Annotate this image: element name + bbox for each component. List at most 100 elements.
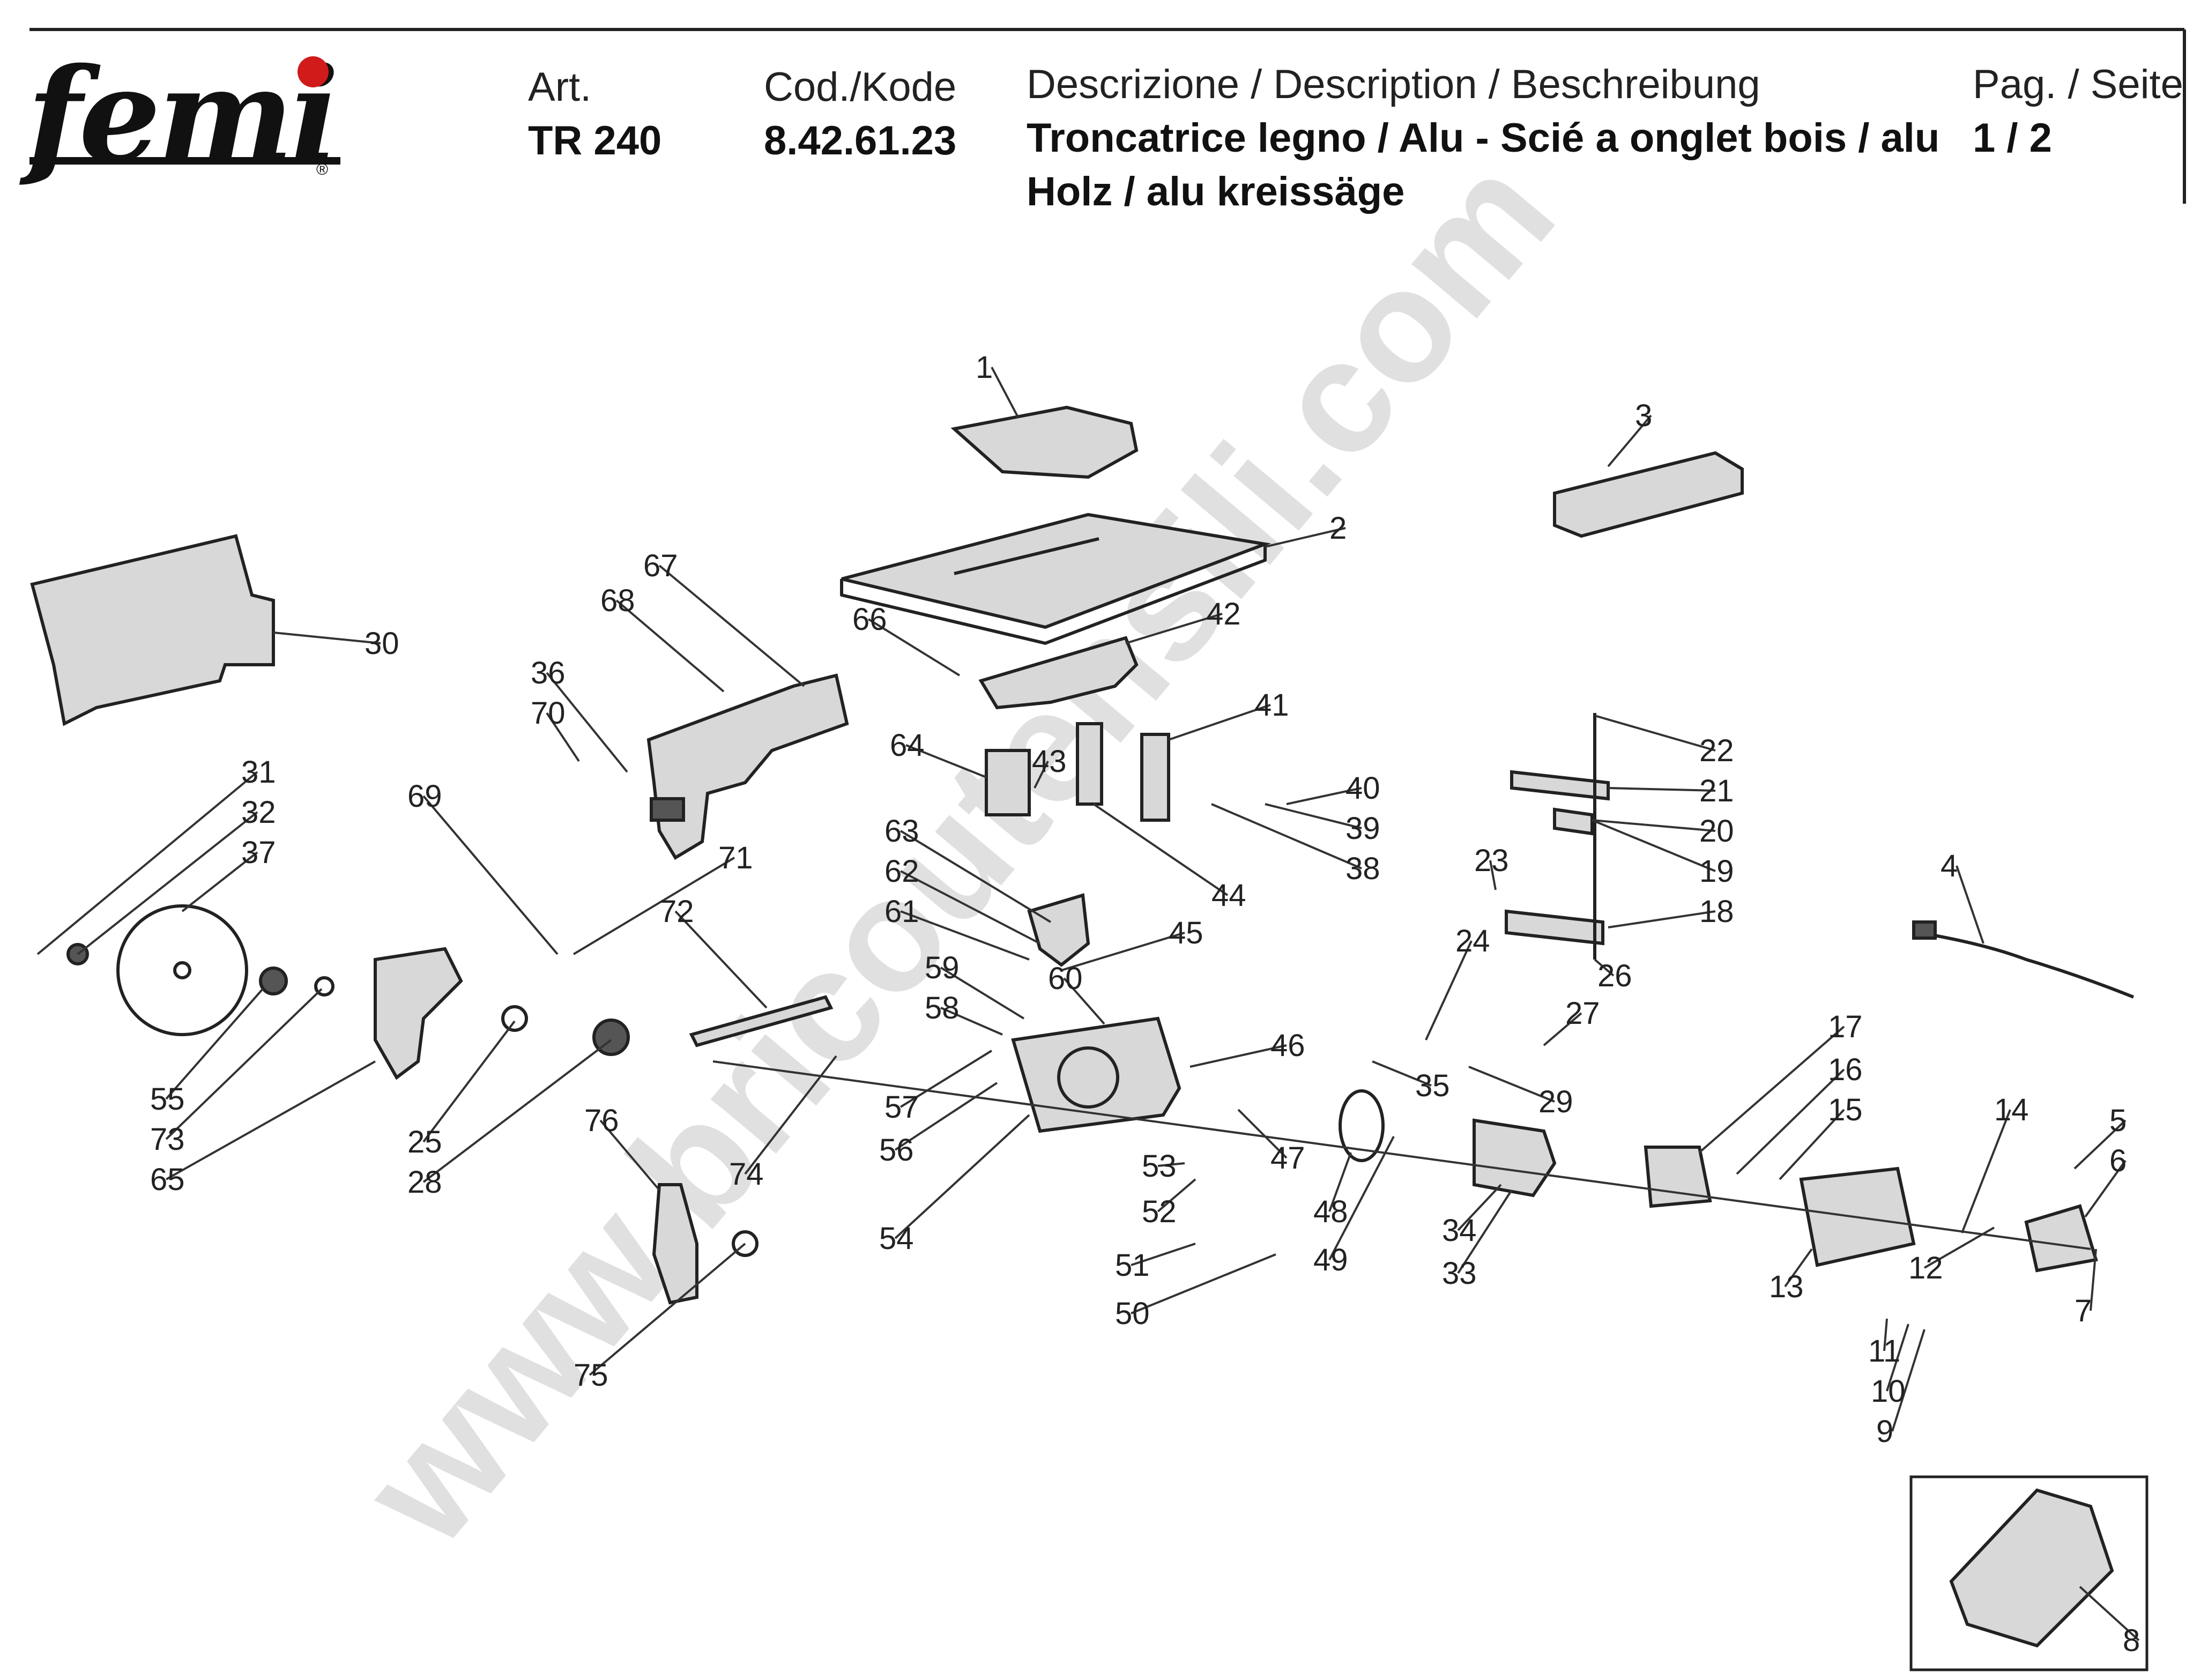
callout-leader-31 bbox=[36, 771, 258, 955]
callout-leader-53 bbox=[1157, 1162, 1185, 1167]
callout-number-9: 9 bbox=[1876, 1414, 1893, 1449]
callout-number-33: 33 bbox=[1442, 1256, 1477, 1291]
callout-leader-21 bbox=[1608, 787, 1716, 792]
callout-number-38: 38 bbox=[1345, 851, 1380, 886]
callout-leader-29 bbox=[1468, 1066, 1555, 1103]
callout-number-10: 10 bbox=[1871, 1374, 1906, 1409]
callout-number-31: 31 bbox=[241, 755, 276, 790]
callout-leader-43 bbox=[1034, 761, 1049, 789]
callout-number-7: 7 bbox=[2075, 1294, 2092, 1328]
callout-leader-55 bbox=[165, 988, 264, 1100]
callout-leader-6 bbox=[2084, 1159, 2127, 1218]
callout-leader-33 bbox=[1457, 1189, 1513, 1274]
callout-leader-38 bbox=[1211, 803, 1362, 869]
part-guard-plate bbox=[1027, 893, 1090, 967]
page-label: Pag. / Seite bbox=[1973, 62, 2183, 107]
part-arm-housing bbox=[646, 673, 849, 860]
callout-number-67: 67 bbox=[643, 548, 678, 583]
callout-number-68: 68 bbox=[600, 583, 635, 618]
callout-leader-25 bbox=[422, 1020, 516, 1143]
part-clamp-block bbox=[1553, 807, 1594, 836]
part-motor-cover bbox=[1949, 1488, 2114, 1648]
callout-leader-8 bbox=[2079, 1586, 2140, 1641]
callout-leader-32 bbox=[77, 811, 258, 955]
callout-leader-59 bbox=[940, 967, 1025, 1020]
callout-leader-7 bbox=[2090, 1248, 2097, 1311]
callout-leader-18 bbox=[1608, 910, 1716, 928]
description-label: Descrizione / Description / Beschreibung bbox=[1027, 62, 1760, 107]
callout-number-28: 28 bbox=[407, 1165, 442, 1200]
callout-leader-17 bbox=[1698, 1025, 1845, 1154]
callout-number-57: 57 bbox=[884, 1090, 919, 1125]
callout-leader-15 bbox=[1779, 1109, 1845, 1180]
inset-box bbox=[1909, 1475, 2148, 1671]
callout-leader-63 bbox=[899, 830, 1052, 923]
callout-number-30: 30 bbox=[365, 626, 399, 661]
callout-number-52: 52 bbox=[1142, 1194, 1177, 1229]
callout-leader-48 bbox=[1328, 1152, 1352, 1212]
callout-leader-26 bbox=[1594, 958, 1615, 977]
callout-leader-35 bbox=[1372, 1060, 1432, 1087]
callout-leader-47 bbox=[1237, 1109, 1288, 1159]
callout-leader-13 bbox=[1784, 1248, 1813, 1288]
callout-leader-64 bbox=[905, 744, 987, 778]
callout-number-11: 11 bbox=[1868, 1334, 1900, 1369]
callout-leader-36 bbox=[546, 672, 628, 773]
callout-number-66: 66 bbox=[852, 602, 887, 637]
callout-number-27: 27 bbox=[1565, 996, 1600, 1031]
callout-leader-24 bbox=[1425, 940, 1473, 1040]
callout-leader-30 bbox=[273, 631, 381, 644]
description-line-1: Troncatrice legno / Alu - Scié a onglet … bbox=[1027, 115, 1940, 161]
callout-layer: 1234567891011121314151617181920212223242… bbox=[36, 350, 2140, 1658]
callout-number-71: 71 bbox=[718, 841, 753, 875]
callout-leader-68 bbox=[615, 599, 725, 693]
callout-number-1: 1 bbox=[976, 350, 993, 385]
callout-leader-51 bbox=[1131, 1243, 1196, 1266]
parts-group bbox=[30, 405, 2148, 1671]
part-blade-guard bbox=[374, 947, 463, 1080]
callout-leader-65 bbox=[166, 1060, 376, 1180]
callout-leader-42 bbox=[1125, 613, 1223, 644]
callout-number-24: 24 bbox=[1455, 924, 1490, 958]
callout-leader-5 bbox=[2073, 1119, 2127, 1170]
callout-leader-74 bbox=[744, 1055, 837, 1175]
callout-number-22: 22 bbox=[1699, 733, 1734, 768]
callout-leader-9 bbox=[1891, 1329, 1926, 1432]
callout-number-25: 25 bbox=[407, 1125, 442, 1159]
part-cover bbox=[30, 534, 275, 726]
callout-number-53: 53 bbox=[1142, 1149, 1177, 1184]
callout-number-44: 44 bbox=[1211, 878, 1246, 913]
callout-number-39: 39 bbox=[1345, 811, 1380, 846]
callout-number-21: 21 bbox=[1699, 774, 1734, 808]
code-value: 8.42.61.23 bbox=[764, 118, 957, 163]
description-line-2: Holz / alu kreissäge bbox=[1027, 169, 1405, 214]
callout-leader-72 bbox=[674, 910, 768, 1009]
watermark: www.bricoutensili.com bbox=[326, 124, 1588, 1579]
callout-leader-50 bbox=[1131, 1253, 1276, 1314]
part-clamp-base bbox=[1505, 909, 1604, 946]
callout-number-3: 3 bbox=[1635, 398, 1652, 433]
callout-number-50: 50 bbox=[1115, 1296, 1150, 1331]
callout-leader-10 bbox=[1886, 1324, 1909, 1392]
callout-leader-52 bbox=[1157, 1178, 1196, 1213]
callout-leader-66 bbox=[867, 618, 961, 677]
part-motor-base bbox=[1011, 1016, 1181, 1133]
callout-leader-60 bbox=[1063, 977, 1105, 1025]
callout-leader-27 bbox=[1543, 1012, 1582, 1046]
callout-leader-1 bbox=[991, 367, 1020, 419]
part-bearing bbox=[259, 967, 288, 995]
callout-leader-14 bbox=[1961, 1109, 2011, 1233]
callout-number-16: 16 bbox=[1828, 1052, 1863, 1087]
callout-number-32: 32 bbox=[241, 795, 276, 830]
callout-leader-44 bbox=[1092, 803, 1229, 896]
callout-number-12: 12 bbox=[1908, 1251, 1943, 1285]
callout-number-48: 48 bbox=[1313, 1194, 1348, 1229]
callout-leader-54 bbox=[894, 1114, 1030, 1239]
callout-number-14: 14 bbox=[1994, 1092, 2029, 1127]
callout-number-43: 43 bbox=[1032, 744, 1067, 779]
part-plate bbox=[978, 636, 1139, 710]
part-ring bbox=[1339, 1089, 1385, 1162]
callout-leader-49 bbox=[1328, 1136, 1395, 1260]
